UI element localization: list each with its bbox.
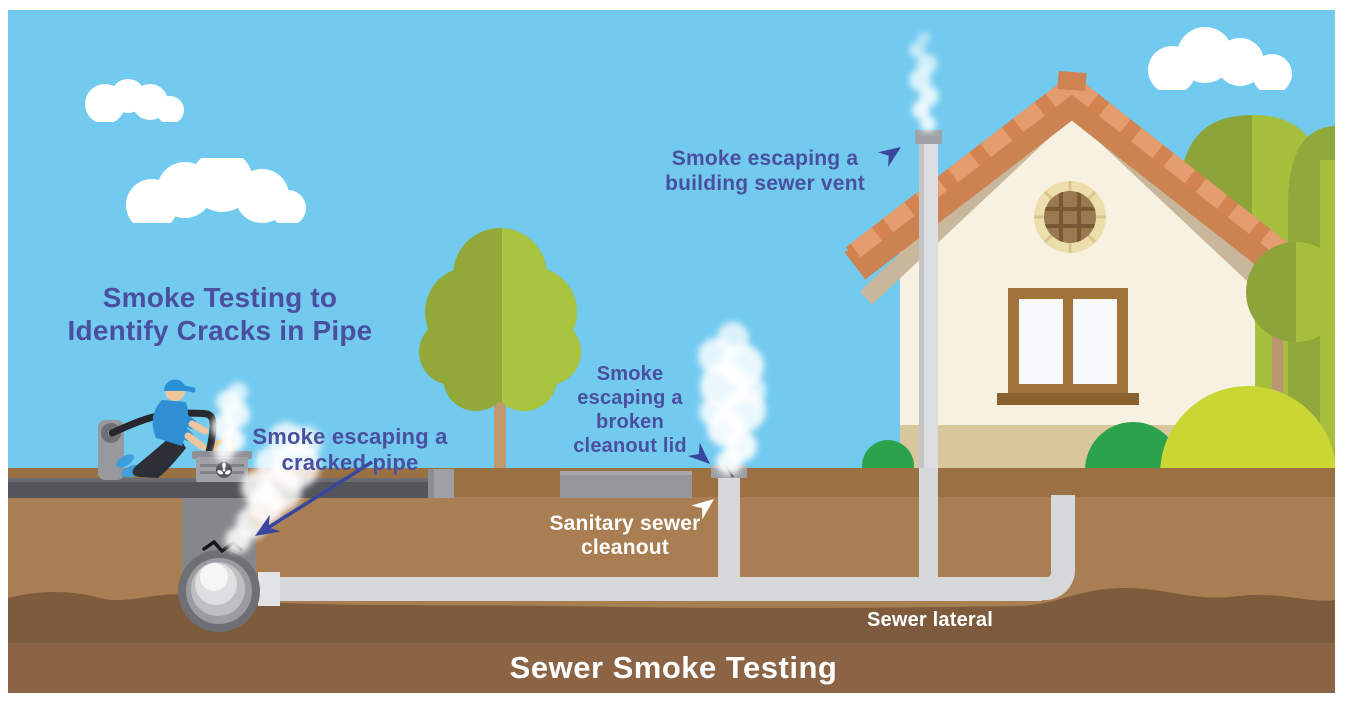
worker [116, 379, 209, 478]
cleanout-riser-pipe [718, 474, 740, 580]
main-title: Smoke Testing to Identify Cracks in Pipe [30, 281, 410, 347]
cracked-pipe-arrow [255, 460, 373, 536]
sidewalk-tree [419, 228, 581, 480]
roof-tiles-right [1066, 77, 1302, 267]
roof-ridge-cap [1057, 71, 1087, 91]
cleanout-smoke [698, 322, 766, 475]
deep-soil [8, 588, 1335, 643]
callout-cracked-pipe: Smoke escaping a cracked pipe [252, 424, 448, 475]
roof-left [844, 82, 1087, 280]
house [844, 71, 1303, 468]
callout-sanitary-cleanout: Sanitary sewer cleanout [549, 512, 701, 559]
roof-right [1057, 82, 1303, 286]
main-title-line1: Smoke Testing to [102, 282, 338, 313]
cloud-top-right [1148, 27, 1292, 90]
worker-arm [163, 413, 193, 441]
vent-underground-pipe [919, 468, 938, 580]
worker-cap-brim [181, 385, 196, 393]
worker-pants [132, 432, 186, 478]
lateral-coupling [258, 572, 280, 606]
smoke-machine [192, 438, 252, 482]
smoke-hose [108, 409, 217, 462]
sidewalk [560, 471, 692, 498]
small-tree-right [1246, 242, 1335, 468]
callout-building-vent: Smoke escaping a building sewer vent [665, 147, 865, 195]
footer-band [8, 643, 1335, 693]
broken-cleanout-arrow [687, 442, 710, 464]
building-sewer-vent-pipe [915, 130, 942, 473]
vent-cap [915, 130, 942, 144]
machine-smoke [211, 382, 250, 462]
callout-broken-cleanout: Smoke escaping a broken cleanout lid [573, 363, 687, 457]
cloud-small-left [85, 79, 184, 122]
house-drain-elbow-pipe [1040, 495, 1075, 600]
main-title-line2: Identify Cracks in Pipe [67, 315, 373, 346]
roof-tiles-left [845, 77, 1078, 261]
footer-title: Sewer Smoke Testing [509, 650, 838, 685]
tree-trunk [494, 400, 506, 480]
worker-cap [163, 379, 186, 391]
cloud-mid-left [126, 158, 306, 223]
vent-smoke [909, 32, 939, 132]
worker-arm [167, 405, 197, 429]
sanitary-cleanout-arrow [691, 499, 714, 520]
round-window [1034, 181, 1106, 253]
window-sill [997, 393, 1139, 405]
front-window [997, 288, 1139, 405]
sewer-main-pipe [178, 488, 260, 632]
sewer-lateral-pipe [276, 577, 1042, 601]
worker-shoe [116, 454, 134, 468]
callout-sewer-lateral: Sewer lateral [866, 609, 993, 631]
underground-pipes [258, 468, 1075, 606]
building-vent-arrow [877, 147, 901, 167]
